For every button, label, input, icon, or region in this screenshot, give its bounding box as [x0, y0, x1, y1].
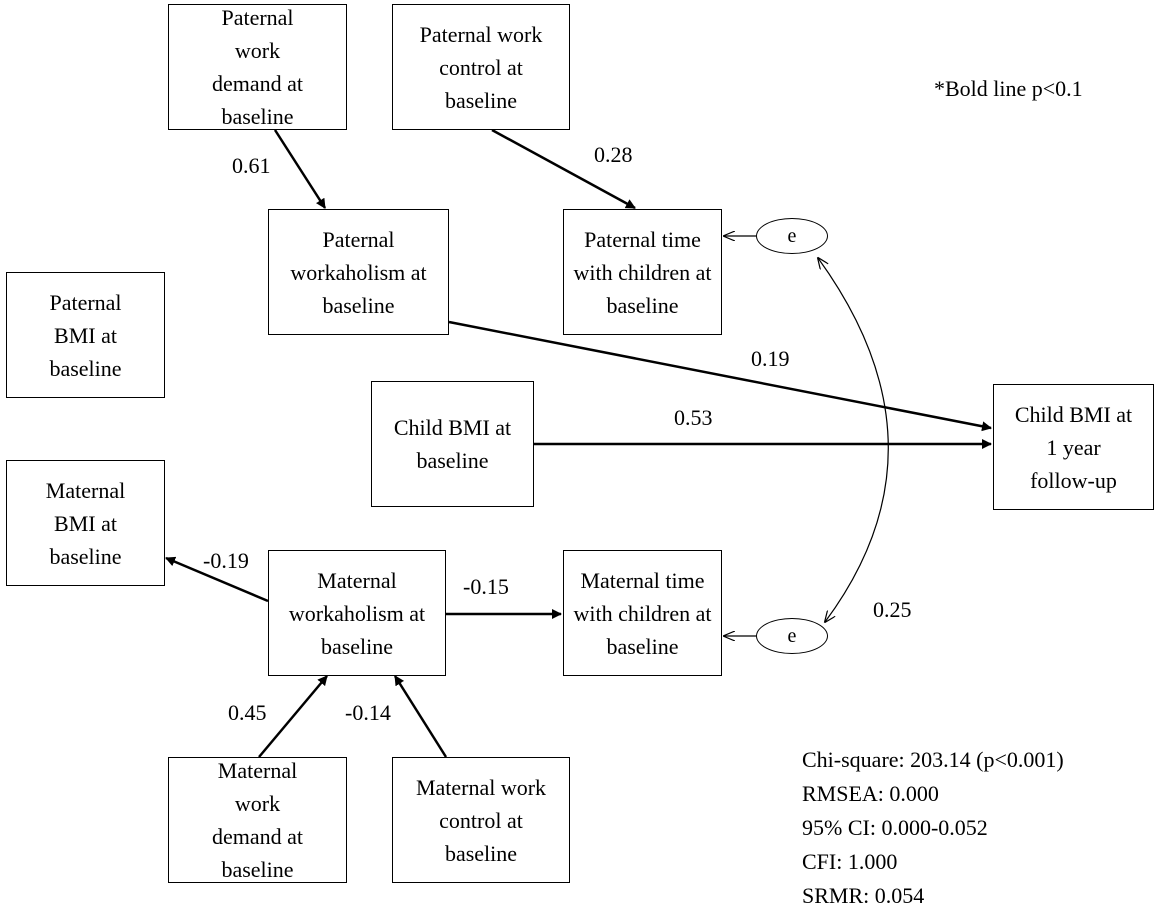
box-label: Paternal time with children at baseline — [573, 226, 712, 318]
box-child-bmi-followup: Child BMI at 1 year follow-up — [993, 384, 1154, 510]
path-pwd-to-pwk — [273, 129, 327, 209]
path-mwd-to-mwk — [258, 675, 328, 758]
coef-mwc-to-mwk: -0.14 — [345, 700, 391, 725]
coef-mwk-to-mbmi: -0.19 — [203, 548, 249, 573]
coef-pwd-to-pwk: 0.61 — [232, 153, 271, 178]
path-mwk-to-mbmi — [165, 556, 269, 603]
box-label: Child BMI at 1 year follow-up — [1014, 401, 1133, 493]
fit-stat-ci: 95% CI: 0.000-0.052 — [802, 815, 988, 840]
box-label: Paternal work control at baseline — [419, 21, 543, 113]
coef-pwk-to-cbmi: 0.19 — [751, 346, 790, 371]
coef-mwk-to-mtime: -0.15 — [463, 574, 509, 599]
box-paternal-bmi: Paternal BMI at baseline — [6, 272, 165, 398]
fit-stat-rmsea: RMSEA: 0.000 — [802, 781, 939, 806]
coef-pwc-to-ptime: 0.28 — [594, 142, 633, 167]
box-label: Paternal BMI at baseline — [49, 289, 122, 381]
fit-stat-srmr: SRMR: 0.054 — [802, 883, 925, 908]
box-maternal-work-control: Maternal work control at baseline — [392, 757, 570, 883]
path-pwk-to-cbmi — [448, 320, 992, 432]
coef-mwd-to-mwk: 0.45 — [228, 700, 267, 725]
error-term-maternal: e — [756, 618, 828, 654]
box-paternal-time: Paternal time with children at baseline — [563, 209, 722, 335]
box-paternal-work-demand: Paternal work demand at baseline — [168, 4, 347, 130]
box-label: Child BMI at baseline — [393, 415, 512, 473]
box-maternal-work-demand: Maternal work demand at baseline — [168, 757, 347, 883]
fit-stat-chi-square: Chi-square: 203.14 (p<0.001) — [802, 747, 1064, 772]
error-term-label: e — [787, 224, 797, 247]
box-maternal-time: Maternal time with children at baseline — [563, 550, 722, 676]
box-paternal-work-control: Paternal work control at baseline — [392, 4, 570, 130]
box-label: Maternal time with children at baseline — [573, 567, 712, 659]
box-label: Maternal BMI at baseline — [45, 477, 126, 569]
error-covariance-curve — [818, 258, 889, 622]
path-pwc-to-ptime — [491, 128, 636, 210]
fit-stat-cfi: CFI: 1.000 — [802, 849, 898, 874]
box-label: Paternal workaholism at baseline — [290, 226, 427, 318]
box-label: Maternal work control at baseline — [415, 774, 547, 866]
box-paternal-workaholism: Paternal workaholism at baseline — [268, 209, 449, 335]
box-label: Paternal work demand at baseline — [211, 5, 304, 129]
box-maternal-bmi: Maternal BMI at baseline — [6, 460, 165, 586]
coef-cbmi-to-cbmi: 0.53 — [674, 405, 713, 430]
box-child-bmi-baseline: Child BMI at baseline — [371, 381, 534, 507]
error-term-paternal: e — [756, 218, 828, 254]
box-label: Maternal workaholism at baseline — [288, 567, 426, 659]
box-label: Maternal work demand at baseline — [211, 758, 304, 882]
significance-note: *Bold line p<0.1 — [934, 76, 1083, 101]
coef-error-covariance: 0.25 — [873, 597, 912, 622]
box-maternal-workaholism: Maternal workaholism at baseline — [268, 550, 446, 676]
error-term-label: e — [787, 624, 797, 647]
fit-statistics: Chi-square: 203.14 (p<0.001) RMSEA: 0.00… — [802, 743, 1064, 913]
path-mwc-to-mwk — [393, 675, 448, 758]
